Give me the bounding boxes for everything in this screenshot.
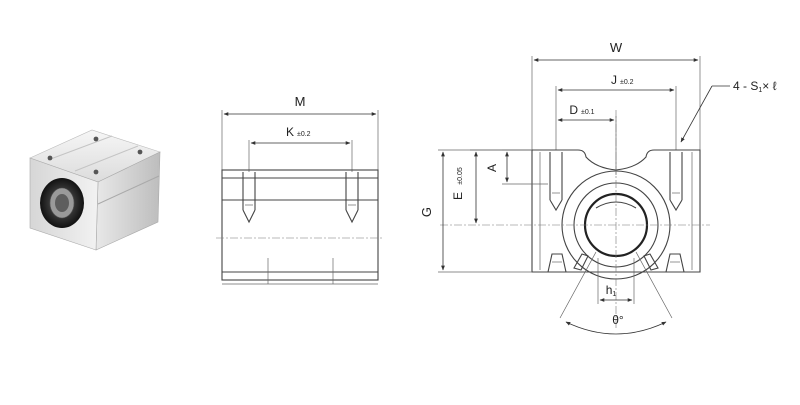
photo-hole xyxy=(93,169,99,175)
side-bolt-right xyxy=(345,172,359,224)
front-screw-left xyxy=(547,253,567,273)
dim-label-J: J xyxy=(611,73,617,87)
front-body xyxy=(531,149,701,273)
dim-label-W: W xyxy=(610,40,623,55)
callout-label: 4 - S1× ℓ xyxy=(733,79,777,94)
photo-hole xyxy=(47,155,53,161)
dim-tol-D: ±0.1 xyxy=(581,109,595,116)
dim-label-E: E xyxy=(451,192,465,200)
dim-label-M: M xyxy=(295,94,306,109)
side-view: M K ±0.2 xyxy=(216,94,384,285)
front-view: W J ±0.2 D ±0.1 4 - S1× ℓ xyxy=(419,40,777,335)
dim-label-D: D xyxy=(569,103,578,117)
product-photo xyxy=(29,129,161,251)
front-screw-right xyxy=(665,253,685,273)
front-bolt-right xyxy=(669,152,683,212)
dim-label-theta: θ° xyxy=(612,313,624,327)
dim-tol-E: ±0.05 xyxy=(457,167,464,185)
dim-label-A: A xyxy=(485,164,499,172)
dim-label-G: G xyxy=(419,207,434,217)
dim-tol-K: ±0.2 xyxy=(297,131,311,138)
dim-label-h1: h1 xyxy=(606,283,617,298)
photo-hole xyxy=(93,136,99,142)
dim-label-K: K xyxy=(286,125,294,139)
front-bolt-left xyxy=(549,152,563,212)
dim-tol-J: ±0.2 xyxy=(620,79,634,86)
photo-hole xyxy=(137,149,143,155)
side-body xyxy=(221,169,379,281)
side-bolt-left xyxy=(242,172,256,224)
